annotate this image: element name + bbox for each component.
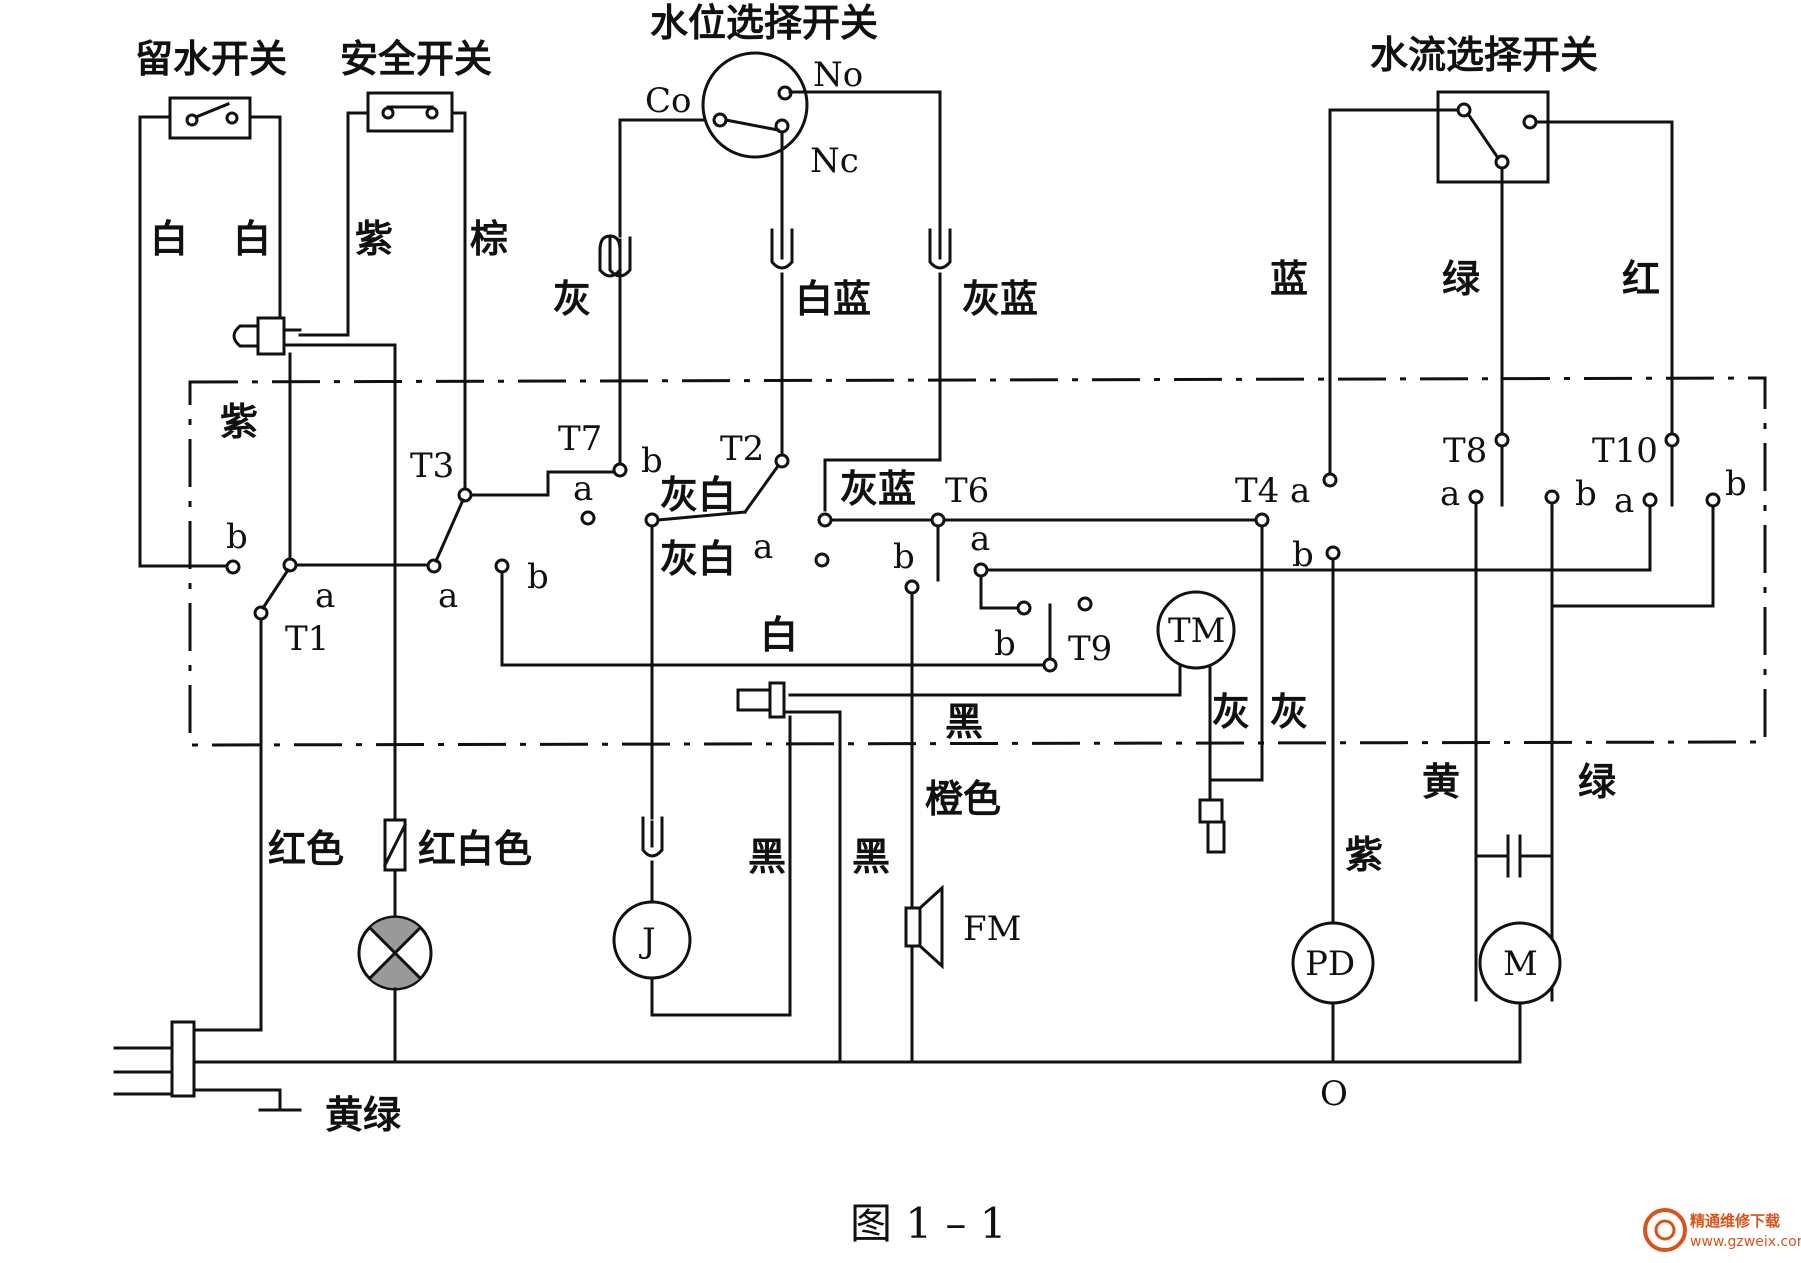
- wire-orange: 橙色: [925, 777, 1001, 821]
- wire-gray-white-1: 灰白: [660, 473, 736, 517]
- wire-red-white: 红白色: [418, 827, 532, 871]
- wire-red: 红: [1622, 257, 1660, 301]
- wire-black-1: 黑: [945, 700, 983, 744]
- plug-white-blue: [770, 228, 794, 457]
- label-t9: T9: [1068, 629, 1112, 669]
- wash-motor: [1331, 921, 1562, 1064]
- contact-t9: [973, 562, 1318, 673]
- contact-t4: [1254, 108, 1341, 927]
- neutral-o: O: [1320, 1074, 1348, 1114]
- wire-brown: 棕: [470, 217, 508, 261]
- wire-black-2: 黑: [748, 835, 786, 879]
- retain-water-switch: [138, 96, 282, 575]
- component-pd: PD: [1305, 944, 1355, 984]
- terminal-b-t4: b: [1292, 535, 1314, 575]
- terminal-b-t9: b: [994, 624, 1016, 664]
- neutral-bus: [113, 1020, 1335, 1112]
- label-co: Co: [645, 81, 691, 121]
- watermark-title: 精通维修下载: [1690, 1212, 1780, 1230]
- component-fm: FM: [963, 909, 1021, 949]
- capacitor: [1474, 834, 1554, 878]
- terminal-a-t1: a: [315, 576, 335, 616]
- terminal-a-t4: a: [1290, 471, 1310, 511]
- controller-boundary: [188, 376, 1767, 747]
- indicator-lamp: [357, 915, 433, 1062]
- contact-t7: [556, 118, 722, 526]
- wire-black-3: 黑: [852, 835, 890, 879]
- terminal-b-t6: b: [893, 537, 915, 577]
- wire-purple-2: 紫: [220, 400, 258, 444]
- drain-pump: [1291, 921, 1375, 1064]
- connector-t1: [232, 316, 397, 822]
- wire-blue: 蓝: [1270, 257, 1308, 301]
- figure-caption: 图 1 – 1: [850, 1199, 1007, 1248]
- component-j: J: [639, 921, 656, 961]
- wire-red-color: 红色: [268, 827, 344, 871]
- wire-green-top: 绿: [1442, 257, 1481, 301]
- terminal-a-t2: a: [753, 527, 773, 567]
- wire-white-blue: 白蓝: [795, 277, 871, 321]
- label-t7: T7: [558, 419, 602, 459]
- terminal-b-t3: b: [527, 557, 549, 597]
- label-t3: T3: [410, 446, 454, 486]
- wire-gray-2: 灰: [1270, 690, 1308, 734]
- label-no: No: [813, 55, 863, 95]
- component-tm: TM: [1168, 611, 1226, 651]
- wire-gray-1: 灰: [1212, 690, 1250, 734]
- label-safety-switch: 安全开关: [340, 37, 492, 81]
- terminal-b-t10: b: [1725, 464, 1747, 504]
- contact-t10: [1314, 432, 1721, 608]
- wire-purple-1: 紫: [355, 217, 393, 261]
- terminal-b-t7: b: [641, 441, 663, 481]
- terminal-a-t8: a: [1440, 474, 1460, 514]
- wire-yellow-green: 黄绿: [325, 1093, 402, 1137]
- label-t6: T6: [945, 471, 989, 511]
- plug-gray-blue: [823, 228, 952, 512]
- connector-center: [650, 681, 842, 1062]
- label-t8: T8: [1443, 431, 1487, 471]
- safety-switch: [298, 91, 467, 492]
- terminal-b-t8: b: [1575, 474, 1597, 514]
- label-t4: T4: [1235, 471, 1279, 511]
- plug-gray: [608, 236, 632, 278]
- contact-t8: [1468, 432, 1560, 1002]
- wire-gray-white-2: 灰白: [660, 537, 736, 581]
- wire-yellow: 黄: [1422, 760, 1460, 804]
- wire-white-2: 白: [233, 217, 271, 261]
- label-water-level-switch: 水位选择开关: [650, 1, 878, 45]
- label-nc: Nc: [810, 141, 859, 181]
- wire-white-1: 白: [150, 217, 188, 261]
- watermark-url: www.gzweix.com: [1690, 1234, 1801, 1250]
- label-t1: T1: [285, 619, 329, 659]
- solenoid-j: [612, 816, 692, 980]
- terminal-a-t3: a: [438, 576, 458, 616]
- terminal-a-t7: a: [573, 469, 593, 509]
- timer-motor: [788, 590, 1264, 854]
- label-t10: T10: [1592, 431, 1658, 471]
- terminal-b-t1: b: [226, 517, 248, 557]
- component-m: M: [1503, 944, 1538, 984]
- terminal-a-t10: a: [1614, 481, 1634, 521]
- water-flow-switch: [1328, 90, 1674, 437]
- wire-gray-blue-top: 灰蓝: [962, 277, 1038, 321]
- fuse: [382, 818, 408, 919]
- terminal-a-t6: a: [970, 519, 990, 559]
- wire-purple-3: 紫: [1345, 833, 1383, 877]
- label-t2: T2: [720, 429, 764, 469]
- contact-t2: [644, 453, 790, 820]
- watermark-logo-icon: [1643, 1208, 1687, 1252]
- contact-t1: [190, 557, 431, 1032]
- contact-t6: [814, 512, 1264, 1062]
- water-level-switch: [701, 51, 942, 232]
- label-water-flow-switch: 水流选择开关: [1370, 33, 1598, 77]
- wire-white-mid: 白: [760, 613, 798, 657]
- buzzer-fm: [904, 884, 944, 970]
- label-retain-water-switch: 留水开关: [135, 37, 287, 81]
- wire-gray-blue-mid: 灰蓝: [840, 467, 916, 511]
- wire-green-bottom: 绿: [1578, 760, 1617, 804]
- wire-gray: 灰: [553, 277, 591, 321]
